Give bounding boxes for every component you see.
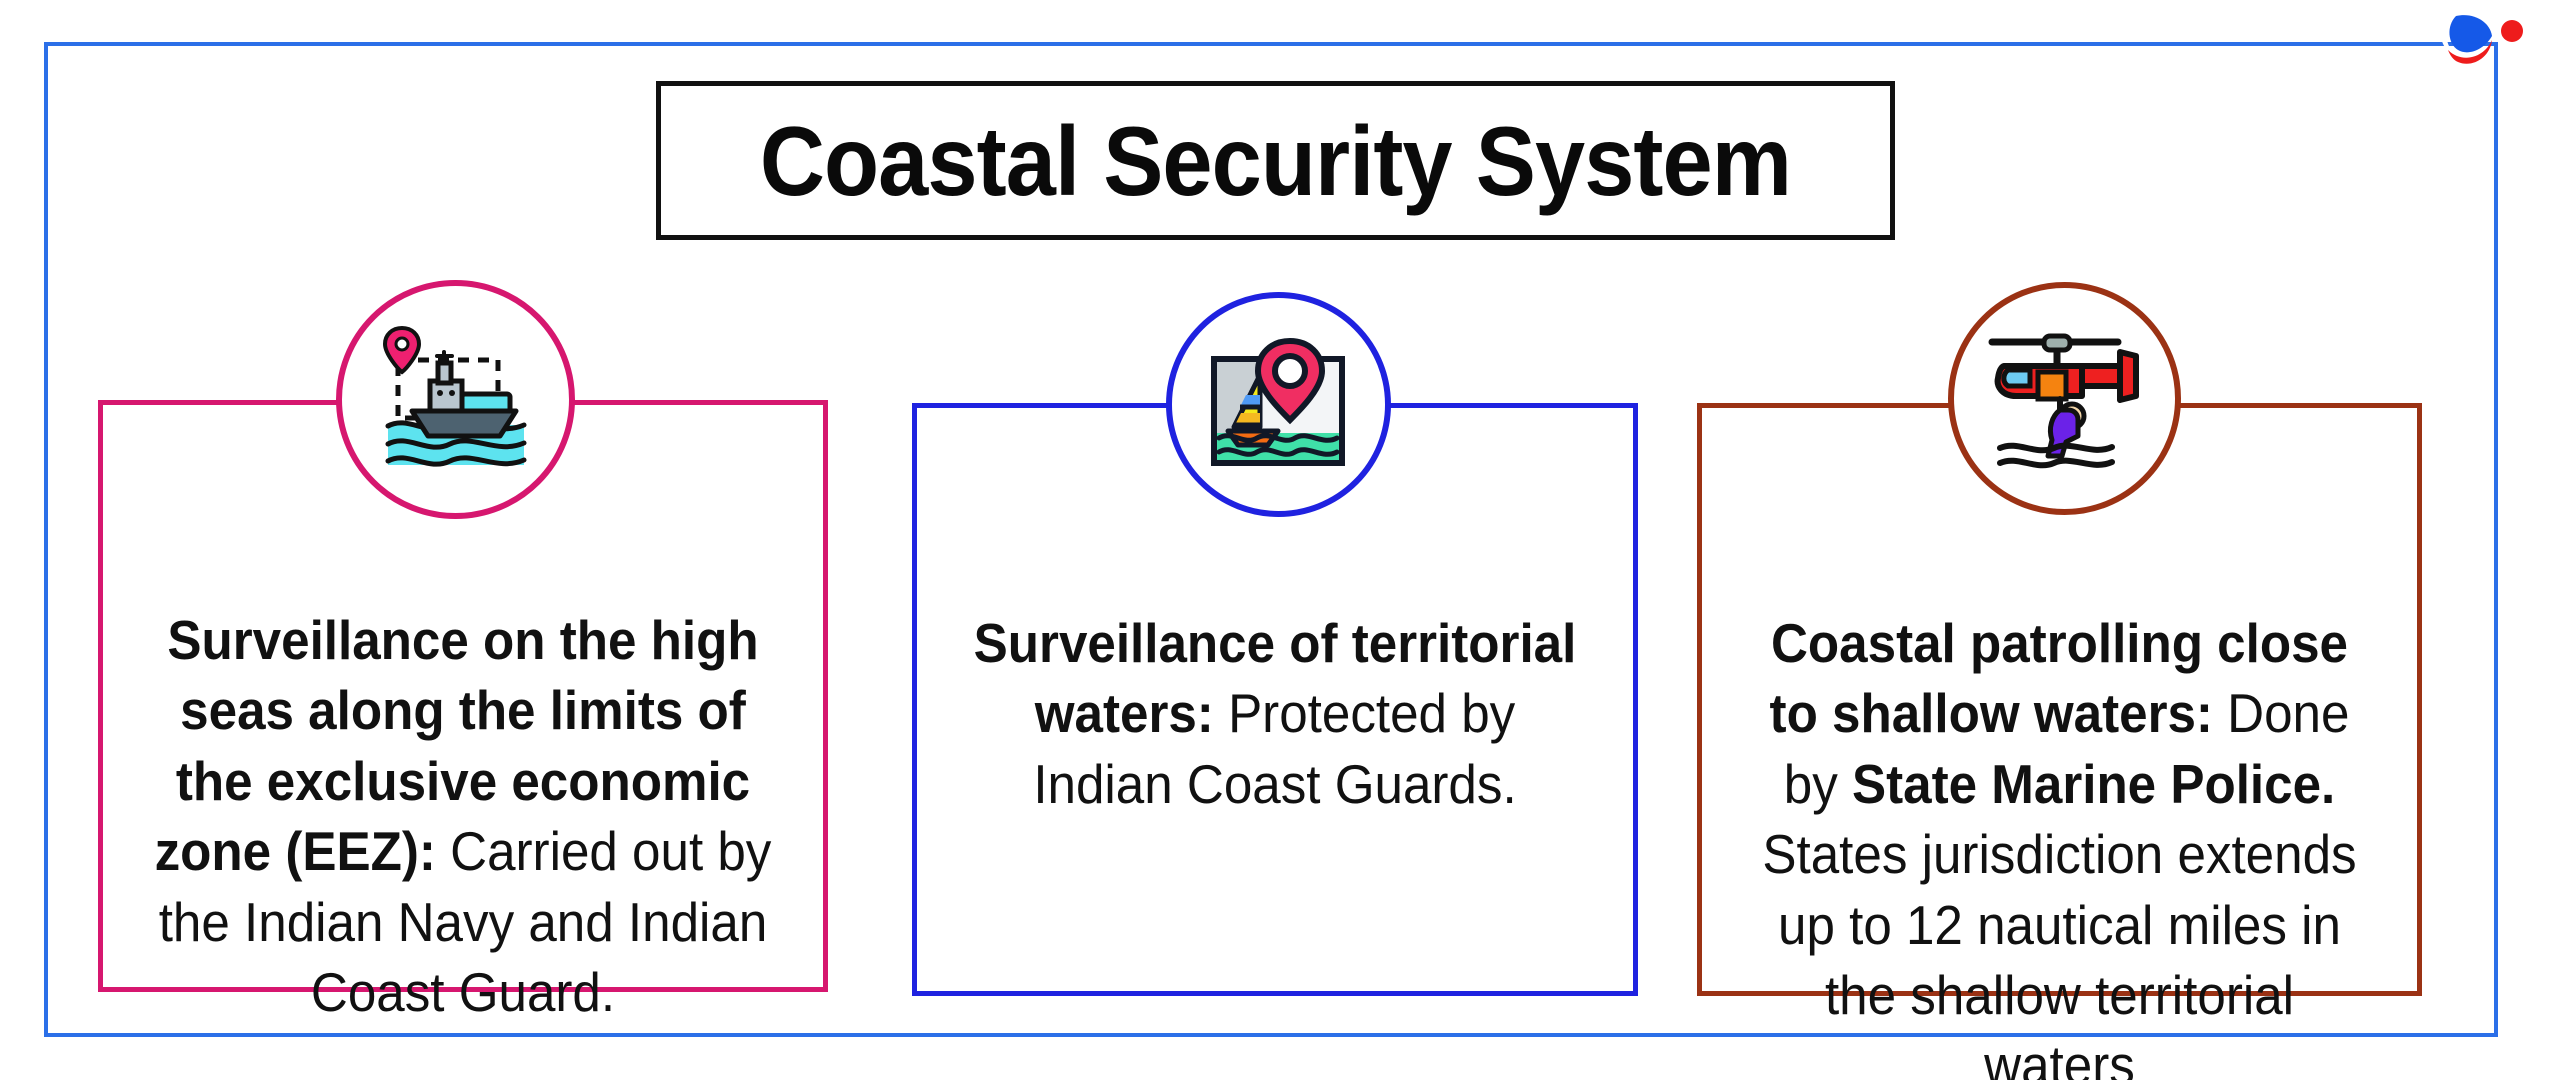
outer-frame-border (44, 42, 2498, 1037)
card-2-body: Protected by Indian Coast Guards. (1033, 682, 1517, 815)
card-1-bold-lead: Surveillance on the high seas along the … (154, 609, 759, 883)
card-3-text: Coastal patrolling close to shallow wate… (1749, 608, 2369, 1080)
naval-ship-surveillance-icon (382, 325, 526, 467)
card-1-content: Surveillance on the high seas along the … (103, 605, 823, 1027)
brand-logo (2428, 6, 2538, 76)
icon-circle-coastal-patrolling (1948, 282, 2181, 515)
card-2-content: Surveillance of territorial waters: Prot… (917, 608, 1633, 819)
card-1-body: Carried out by the Indian Navy and India… (158, 820, 772, 1023)
card-coastal-patrolling: Coastal patrolling close to shallow wate… (1697, 403, 2422, 1080)
page-title: Coastal Security System (759, 105, 1792, 216)
card-2-text: Surveillance of territorial waters: Prot… (964, 608, 1585, 819)
card-1-text: Surveillance on the high seas along the … (151, 605, 776, 1027)
card-3-body-2: States jurisdiction extends up to 12 nau… (1762, 823, 2357, 1080)
card-3-bold-lead-2: State Marine Police. (1851, 752, 2336, 815)
page-title-box: Coastal Security System (656, 81, 1895, 240)
icon-circle-high-seas (336, 280, 575, 519)
card-territorial-waters-surveillance: Surveillance of territorial waters: Prot… (912, 403, 1638, 996)
card-high-seas-surveillance: Surveillance on the high seas along the … (98, 400, 828, 1023)
rescue-helicopter-icon (1988, 333, 2139, 468)
card-3-body-1: Done by (1783, 682, 2350, 815)
card-2-bold-lead: Surveillance of territorial waters: (973, 612, 1577, 745)
map-sailboat-location-pin-icon (1210, 337, 1345, 466)
icon-circle-territorial-waters (1166, 292, 1391, 517)
card-3-bold-lead-1: Coastal patrolling close to shallow wate… (1769, 612, 2348, 745)
card-3-content: Coastal patrolling close to shallow wate… (1702, 608, 2417, 1080)
